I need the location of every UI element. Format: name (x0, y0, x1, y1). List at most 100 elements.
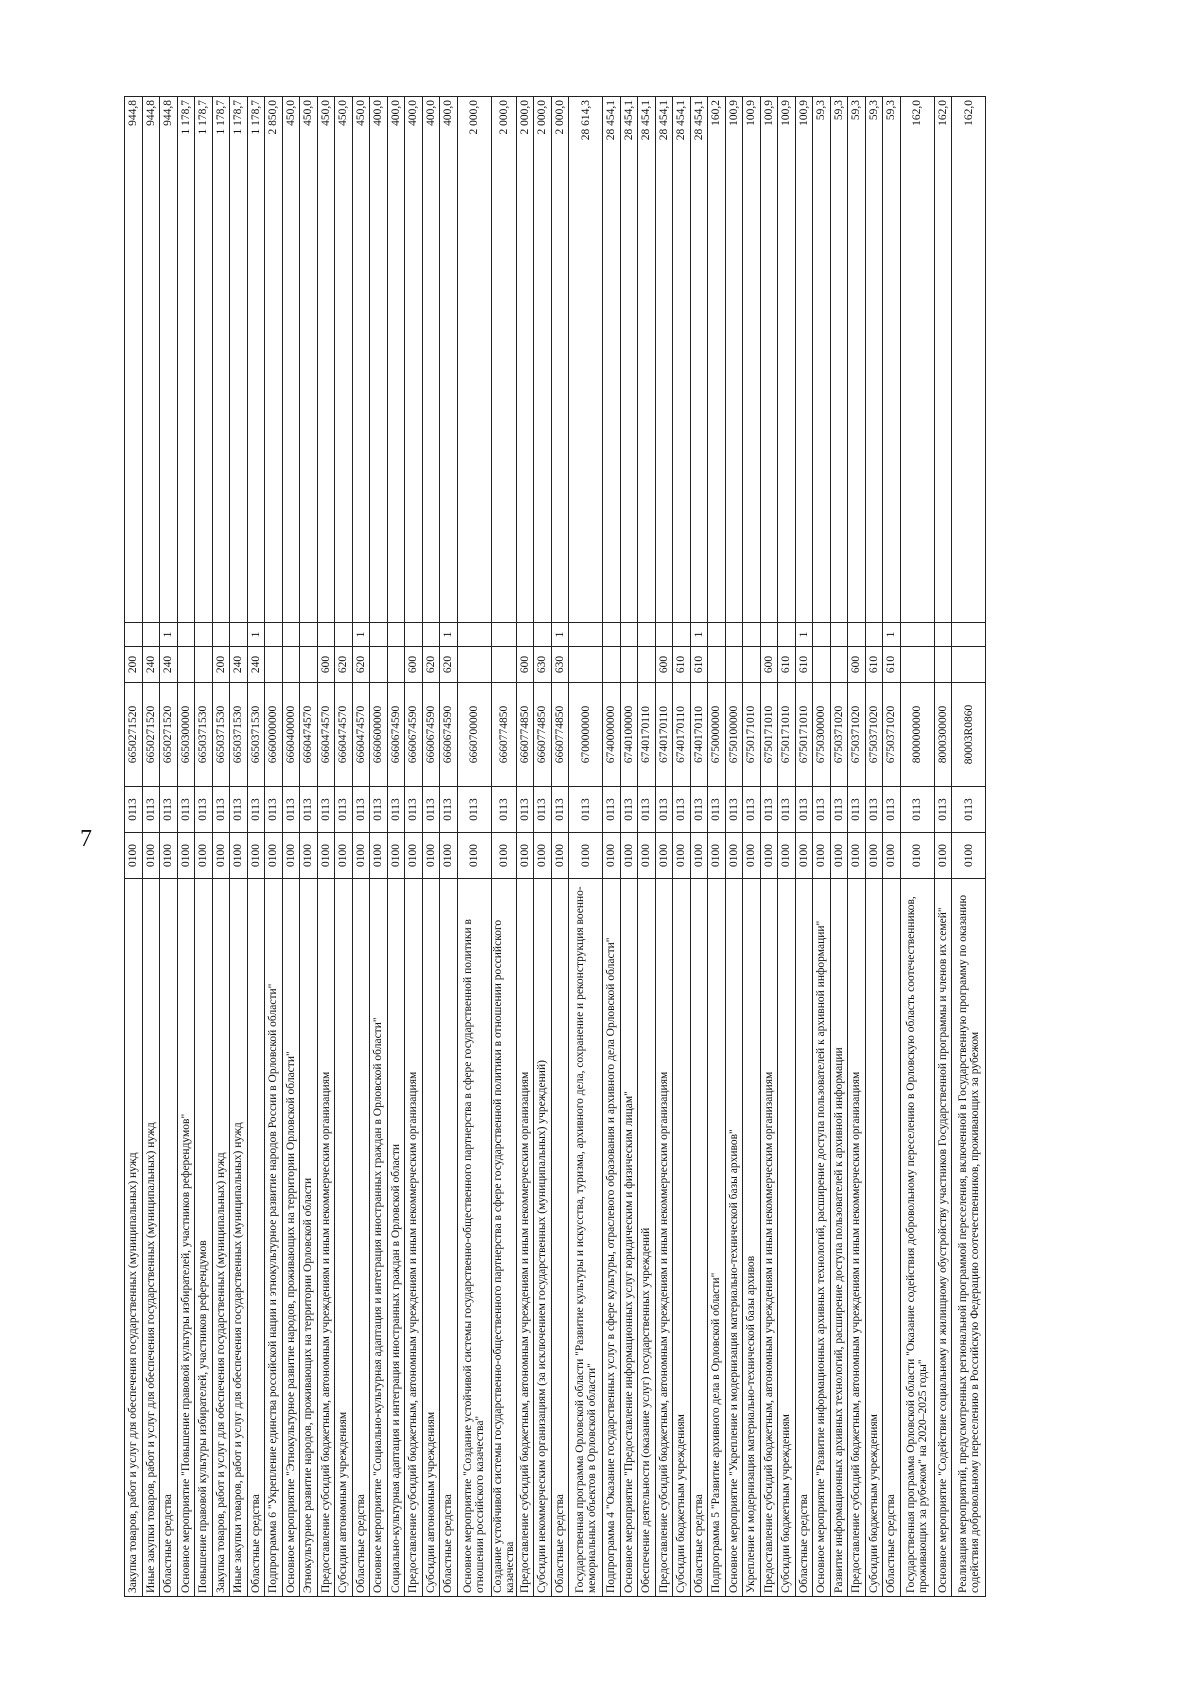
row-amount: 2 000,0 (551, 96, 569, 623)
row-name: Субсидии бюджетным учреждениям (865, 878, 883, 1597)
row-name: Областные средства (690, 878, 708, 1597)
row-amount: 28 454,1 (620, 96, 638, 623)
row-expense-type: 630 (551, 646, 569, 683)
row-amount: 100,9 (725, 96, 743, 623)
row-expense-type: 240 (229, 646, 247, 683)
row-name: Предоставление субсидий бюджетным, автон… (760, 878, 778, 1597)
row-razdel: 0100 (620, 832, 638, 879)
row-podrazdel: 0113 (777, 786, 795, 833)
row-podrazdel: 0113 (760, 786, 778, 833)
row-razdel: 0100 (159, 832, 177, 879)
row-amount: 2 000,0 (533, 96, 551, 623)
row-podrazdel: 0113 (159, 786, 177, 833)
row-amount: 1 178,7 (194, 96, 212, 623)
row-target-article: 6650371530 (229, 682, 247, 787)
row-expense-type: 240 (159, 646, 177, 683)
row-target-article: 6750171010 (760, 682, 778, 787)
row-target-article: 6700000000 (568, 682, 603, 787)
row-razdel: 0100 (317, 832, 335, 879)
row-expense-type: 630 (533, 646, 551, 683)
row-razdel: 0100 (491, 832, 516, 879)
row-target-article: 6660474570 (352, 682, 370, 787)
row-expense-type (951, 646, 986, 683)
row-name: Иные закупки товаров, работ и услуг для … (142, 878, 160, 1597)
row-podrazdel: 0113 (124, 786, 142, 833)
row-funding-flag (672, 622, 690, 647)
row-funding-flag (457, 622, 491, 647)
row-target-article: 6660774850 (533, 682, 551, 787)
row-target-article: 6740170110 (672, 682, 690, 787)
row-expense-type: 610 (865, 646, 883, 683)
row-podrazdel: 0113 (212, 786, 230, 833)
row-funding-flag: 1 (690, 622, 708, 647)
budget-table: Закупка товаров, работ и услуг для обесп… (124, 96, 986, 1597)
row-expense-type: 620 (334, 646, 352, 683)
row-expense-type (369, 646, 387, 683)
row-funding-flag (299, 622, 317, 647)
row-amount: 59,3 (865, 96, 883, 623)
row-razdel: 0100 (830, 832, 848, 879)
row-target-article: 6660474570 (334, 682, 352, 787)
row-razdel: 0100 (212, 832, 230, 879)
row-funding-flag (124, 622, 142, 647)
row-podrazdel: 0113 (707, 786, 725, 833)
row-target-article: 6650271520 (142, 682, 160, 787)
row-expense-type (602, 646, 620, 683)
row-funding-flag: 1 (551, 622, 569, 647)
row-podrazdel: 0113 (533, 786, 551, 833)
row-expense-type (707, 646, 725, 683)
row-amount: 28 454,1 (655, 96, 673, 623)
row-razdel: 0100 (812, 832, 830, 879)
row-target-article: 6660774850 (516, 682, 534, 787)
row-funding-flag (334, 622, 352, 647)
row-razdel: 0100 (229, 832, 247, 879)
row-podrazdel: 0113 (229, 786, 247, 833)
row-name: Социально-культурная адаптация и интегра… (387, 878, 405, 1597)
row-podrazdel: 0113 (317, 786, 335, 833)
row-funding-flag (620, 622, 638, 647)
row-funding-flag (369, 622, 387, 647)
row-name: Подпрограмма 5 "Развитие архивного дела … (707, 878, 725, 1597)
row-name: Основное мероприятие "Развитие информаци… (812, 878, 830, 1597)
row-target-article: 6740170110 (690, 682, 708, 787)
row-razdel: 0100 (777, 832, 795, 879)
row-razdel: 0100 (637, 832, 655, 879)
row-amount: 28 454,1 (637, 96, 655, 623)
row-target-article: 6750100000 (725, 682, 743, 787)
row-expense-type (457, 646, 491, 683)
table-row: Повышение правовой культуры избирателей,… (194, 96, 212, 1597)
row-expense-type (568, 646, 603, 683)
table-row: Основное мероприятие "Содействие социаль… (934, 96, 952, 1597)
row-name: Укрепление и модернизация материально-те… (742, 878, 760, 1597)
row-razdel: 0100 (795, 832, 813, 879)
row-target-article: 6650371530 (212, 682, 230, 787)
row-target-article: 6660774850 (551, 682, 569, 787)
row-amount: 1 178,7 (247, 96, 265, 623)
row-funding-flag: 1 (795, 622, 813, 647)
row-target-article: 6750371020 (847, 682, 865, 787)
row-funding-flag (194, 622, 212, 647)
row-podrazdel: 0113 (177, 786, 195, 833)
row-name: Создание устойчивой системы государствен… (491, 878, 516, 1597)
row-podrazdel: 0113 (620, 786, 638, 833)
row-expense-type: 240 (142, 646, 160, 683)
row-name: Государственная программа Орловской обла… (900, 878, 934, 1597)
row-funding-flag (951, 622, 986, 647)
row-funding-flag (177, 622, 195, 647)
row-podrazdel: 0113 (900, 786, 934, 833)
row-name: Предоставление субсидий бюджетным, автон… (404, 878, 422, 1597)
row-podrazdel: 0113 (690, 786, 708, 833)
row-expense-type (194, 646, 212, 683)
row-razdel: 0100 (247, 832, 265, 879)
row-podrazdel: 0113 (568, 786, 603, 833)
row-name: Субсидии некоммерческим организациям (за… (533, 878, 551, 1597)
row-target-article: 8000000000 (900, 682, 934, 787)
row-name: Областные средства (795, 878, 813, 1597)
row-amount: 400,0 (439, 96, 457, 623)
row-amount: 2 000,0 (516, 96, 534, 623)
